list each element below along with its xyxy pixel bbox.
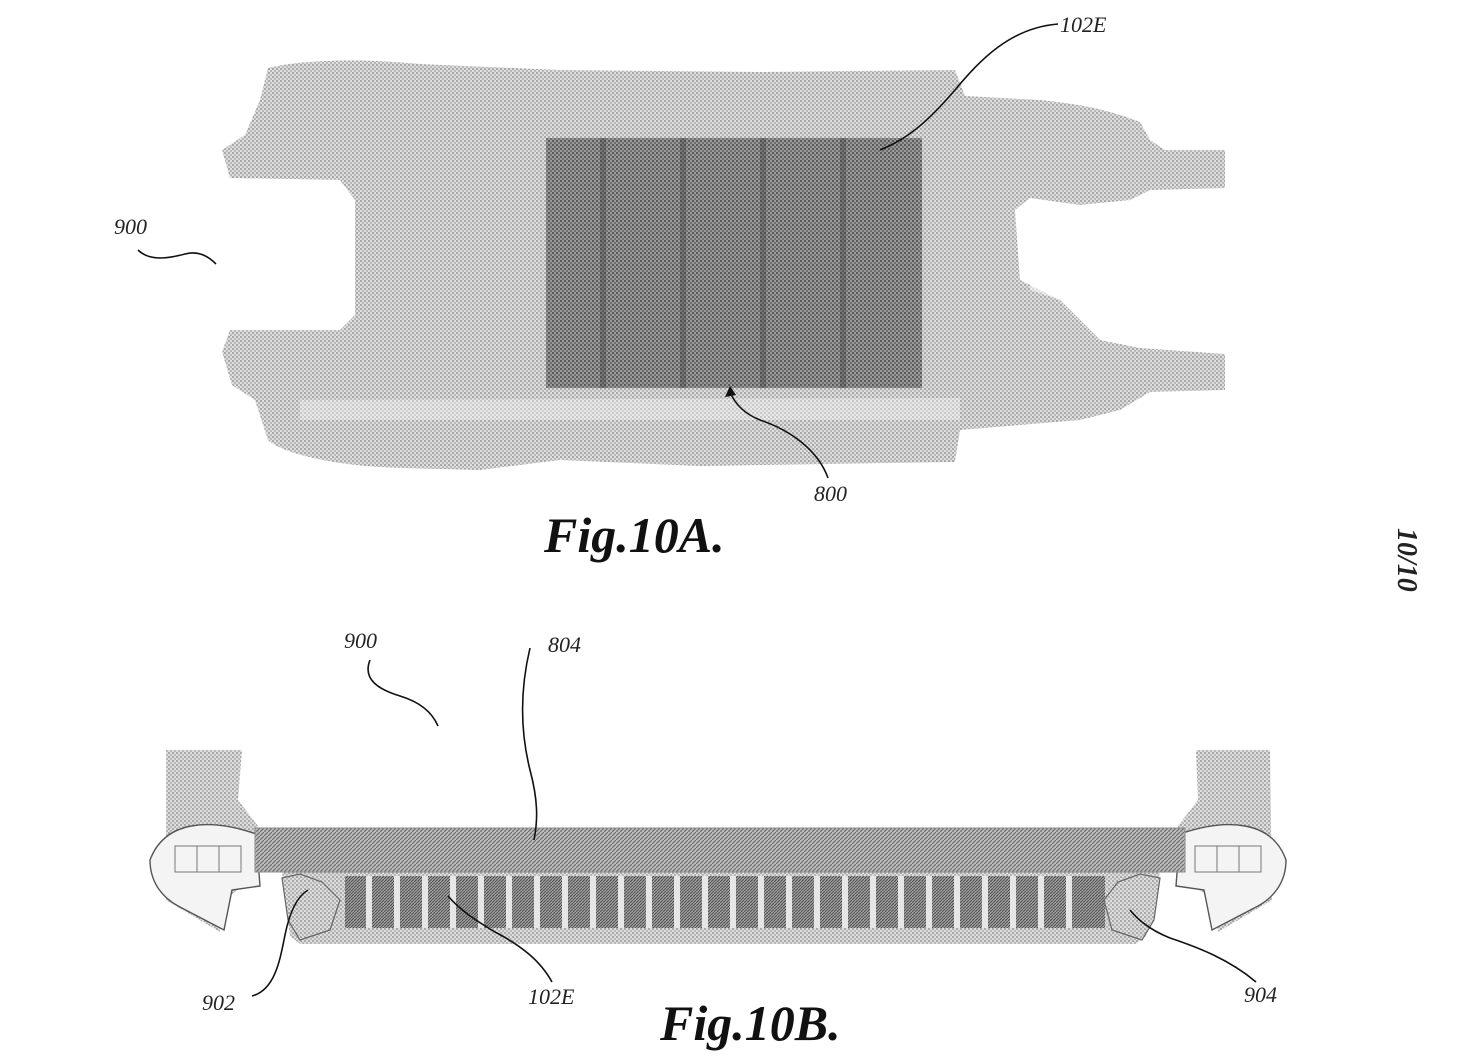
fig10b-right-clamp-cells: [1194, 845, 1262, 873]
sheet-page-number: 10/10: [1391, 528, 1422, 592]
fig10b-leader-902: [251, 889, 309, 997]
fig10b-heater-cells: [345, 876, 1105, 928]
fig10b-label-904: 904: [1244, 982, 1277, 1007]
fig10a-lower-rail: [300, 398, 960, 420]
fig10b-part-902: [281, 873, 341, 941]
fig10b-leader-900: [367, 659, 439, 727]
fig10b-left-clamp-cells: [174, 845, 242, 873]
fig10b-label-102e: 102E: [528, 984, 575, 1009]
figure-10a: 102E 900 800 Fig.10A.: [114, 12, 1225, 563]
fig10b-right-clamp: [1175, 824, 1287, 932]
fig10b-label-804: 804: [548, 632, 581, 657]
fig10b-label-902: 902: [202, 990, 235, 1015]
fig10a-caption: Fig.10A.: [543, 507, 725, 563]
fig10a-label-102e: 102E: [1060, 12, 1107, 37]
fig10a-leader-102e: [879, 23, 1059, 151]
fig10b-part-904: [1103, 873, 1161, 941]
fig10a-panel-stripes: [600, 138, 846, 388]
fig10a-leader-800: [729, 391, 829, 479]
fig10a-leader-900: [137, 249, 217, 265]
fig10b-leader-102e: [447, 895, 553, 983]
figure-10b: 900 804 902 102E 904 Fig.10B.: [149, 628, 1287, 1051]
fig10a-right-bracket: [1030, 210, 1082, 300]
fig10b-leader-904: [1129, 909, 1257, 983]
fig10a-heater-panel: [546, 138, 922, 388]
fig10b-layer-804: [254, 827, 1186, 873]
fig10a-arrow-800: [725, 386, 736, 397]
fig10b-left-clamp: [149, 824, 261, 932]
fig10a-label-800: 800: [814, 481, 847, 506]
fig10b-caption: Fig.10B.: [659, 995, 841, 1051]
fig10a-label-900: 900: [114, 214, 147, 239]
fig10b-leader-804: [521, 647, 538, 841]
fig10b-label-900: 900: [344, 628, 377, 653]
